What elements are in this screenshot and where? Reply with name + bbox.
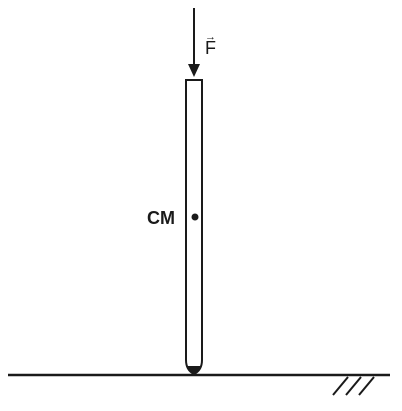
cm-label: CM bbox=[147, 208, 175, 228]
center-of-mass-dot bbox=[191, 213, 199, 221]
rod bbox=[185, 79, 203, 376]
ground-hatching bbox=[332, 376, 375, 396]
force-label: F bbox=[205, 38, 216, 58]
force-arrow bbox=[188, 8, 200, 77]
contact-point bbox=[186, 366, 202, 373]
force-vector-mark: → bbox=[205, 31, 216, 43]
